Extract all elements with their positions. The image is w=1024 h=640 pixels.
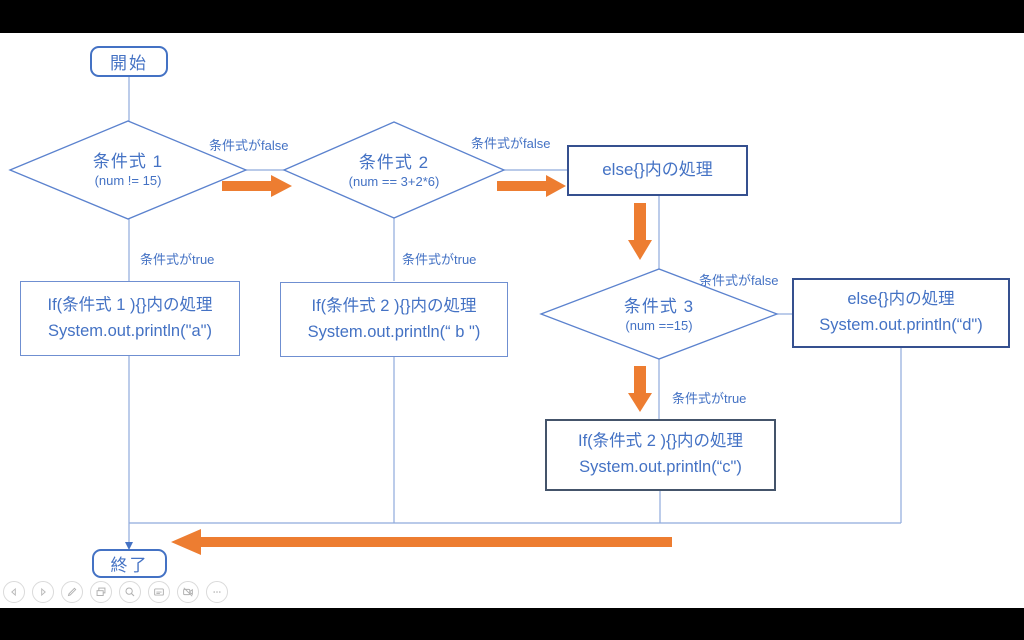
camera-off-icon	[183, 587, 193, 597]
diamond-cond2	[282, 121, 506, 219]
else-box-d: else{}内の処理 System.out.println(“d")	[792, 278, 1010, 348]
process-box-c: If(条件式 2 ){}内の処理 System.out.println(“c")	[545, 419, 776, 491]
cond1-true-label: 条件式がtrue	[140, 252, 215, 267]
next-slide-icon	[41, 587, 46, 597]
cond1-false-label: 条件式がfalse	[209, 138, 289, 153]
zoom-icon	[125, 587, 135, 597]
start-node: 開始	[90, 46, 168, 77]
previous-slide-icon	[11, 587, 16, 597]
box-c-line2: System.out.println(“c")	[579, 458, 742, 476]
captions-button[interactable]	[148, 581, 170, 603]
captions-icon	[154, 588, 164, 596]
end-label: 終了	[110, 556, 149, 575]
cond2-false-label: 条件式がfalse	[471, 136, 551, 151]
box-a-line2: System.out.println("a")	[48, 321, 212, 340]
see-all-slides-icon	[96, 587, 106, 596]
arrow-else-to-cond3	[628, 203, 652, 260]
diamond-cond1	[8, 120, 248, 220]
more-options-icon	[213, 591, 221, 593]
arrow-cond3-to-boxc	[628, 366, 652, 412]
end-arrowhead	[125, 542, 133, 550]
box-c-line1: If(条件式 2 ){}内の処理	[577, 432, 744, 451]
box-b-line2: System.out.println(“ b ")	[307, 322, 481, 341]
previous-slide-button[interactable]	[3, 581, 25, 603]
end-node: 終了	[92, 549, 167, 578]
letterbox-top	[0, 0, 1024, 33]
next-slide-button[interactable]	[32, 581, 54, 603]
zoom-button[interactable]	[119, 581, 141, 603]
arrow-cond1-to-cond2	[222, 175, 292, 197]
decision-diamonds	[8, 120, 779, 360]
camera-off-button[interactable]	[177, 581, 199, 603]
box-a-line1: If(条件式 1 ){}内の処理	[47, 295, 213, 314]
diamond-cond3	[539, 268, 779, 360]
start-label: 開始	[110, 54, 148, 73]
else-top-box: else{}内の処理	[567, 145, 748, 196]
else-top-line1: else{}内の処理	[602, 160, 713, 180]
arrow-cond2-to-else	[497, 175, 566, 197]
box-b-line1: If(条件式 2 ){}内の処理	[311, 296, 477, 315]
orange-flow-arrows	[171, 175, 672, 555]
box-d-line2: System.out.println(“d")	[819, 316, 983, 334]
cond3-true-label: 条件式がtrue	[672, 391, 747, 406]
box-d-line1: else{}内の処理	[847, 290, 955, 309]
more-options-button[interactable]	[206, 581, 228, 603]
arrow-return-to-end	[171, 529, 672, 555]
pen-button[interactable]	[61, 581, 83, 603]
pen-icon	[67, 587, 77, 597]
process-box-a: If(条件式 1 ){}内の処理 System.out.println("a")	[20, 281, 240, 356]
letterbox-bottom	[0, 608, 1024, 640]
cond2-true-label: 条件式がtrue	[402, 252, 477, 267]
connector-lines	[128, 77, 902, 542]
see-all-slides-button[interactable]	[90, 581, 112, 603]
presenter-toolbar	[3, 581, 228, 603]
cond3-false-label: 条件式がfalse	[699, 273, 779, 288]
process-box-b: If(条件式 2 ){}内の処理 System.out.println(“ b …	[280, 282, 508, 357]
